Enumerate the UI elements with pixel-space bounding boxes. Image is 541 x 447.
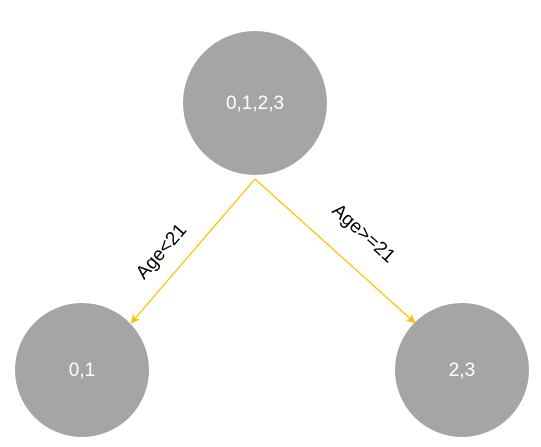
edge-label-age-less-21: Age<21 — [132, 220, 191, 284]
node-root: 0,1,2,3 — [183, 31, 327, 175]
node-left-label: 0,1 — [69, 360, 95, 381]
node-right: 2,3 — [395, 303, 529, 437]
node-right-label: 2,3 — [449, 360, 475, 381]
edge-line-left — [130, 178, 256, 324]
node-left: 0,1 — [15, 303, 149, 437]
node-left-circle — [15, 303, 149, 437]
edge-label-age-greater-equal-21: Age>=21 — [328, 200, 399, 267]
edge-root-to-left: Age<21 — [130, 178, 256, 324]
node-right-circle — [395, 303, 529, 437]
edge-line-right — [254, 178, 416, 324]
edge-root-to-right: Age>=21 — [254, 178, 416, 324]
node-root-circle — [183, 31, 327, 175]
node-root-label: 0,1,2,3 — [226, 93, 284, 114]
